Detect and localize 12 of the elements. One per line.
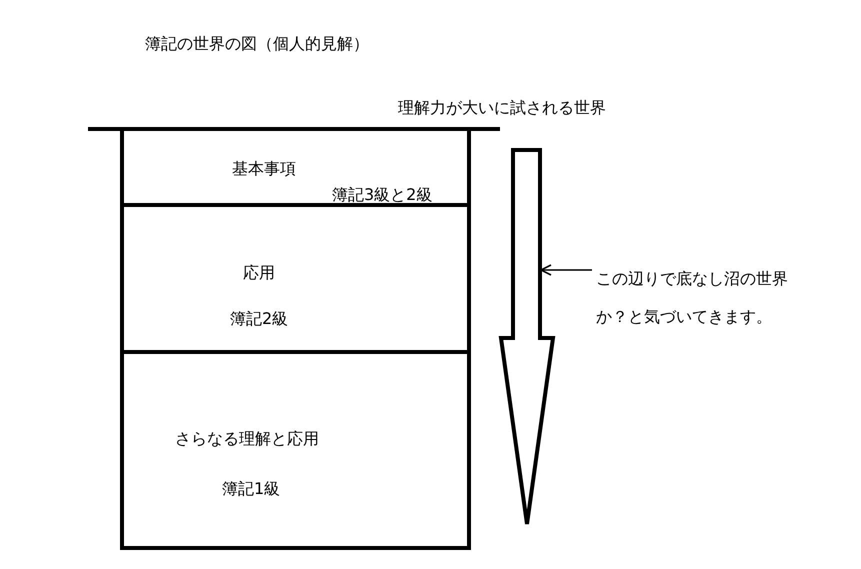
leader-arrow [540, 264, 592, 276]
note-text: この辺りで底なし沼の世界か？と気づいてきます。 [596, 260, 808, 336]
topic-text: 基本事項 [232, 159, 296, 179]
level-box [120, 207, 471, 354]
grade-text: 簿記2級 [230, 309, 288, 329]
grade-text: 簿記3級と2級 [332, 185, 432, 205]
topic-text: 応用 [243, 263, 275, 283]
grade-text: 簿記1級 [222, 479, 280, 499]
level-box [120, 354, 471, 550]
diagram-title: 簿記の世界の図（個人的見解） [145, 34, 369, 54]
topic-text: さらなる理解と応用 [175, 429, 319, 449]
world-label: 理解力が大いに試される世界 [398, 98, 606, 118]
